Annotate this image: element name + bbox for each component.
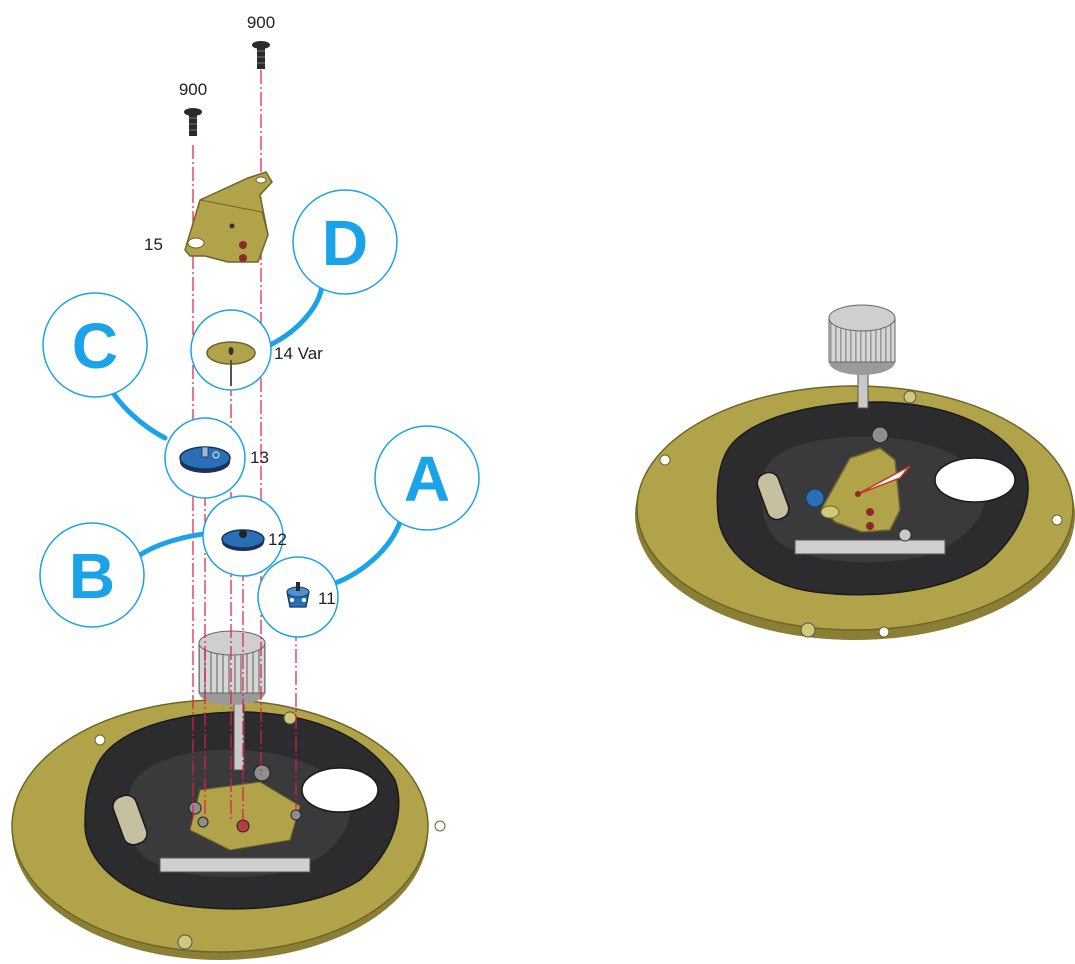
label-part-12: 12 bbox=[268, 530, 287, 549]
gear-wheel-icon bbox=[179, 446, 231, 473]
gear-wheel-icon bbox=[221, 529, 265, 551]
bridge-plate-icon bbox=[805, 447, 912, 542]
callout-b: B bbox=[39, 495, 284, 628]
callout-c-letter: C bbox=[72, 310, 118, 382]
screw-icon bbox=[252, 41, 270, 69]
exploded-view: D C B A bbox=[11, 13, 480, 960]
movement-plate-left bbox=[11, 699, 446, 960]
setting-part-icon bbox=[286, 582, 310, 608]
label-part-14: 14 Var bbox=[274, 344, 323, 363]
gear-wheel-icon bbox=[206, 341, 256, 386]
label-part-15: 15 bbox=[144, 235, 163, 254]
callout-d-letter: D bbox=[322, 207, 368, 279]
callout-a-letter: A bbox=[404, 443, 450, 515]
label-screw-left: 900 bbox=[179, 80, 207, 99]
assembled-view bbox=[635, 304, 1075, 640]
screw-icon bbox=[184, 108, 202, 136]
callout-b-letter: B bbox=[69, 540, 115, 612]
crown-left bbox=[198, 630, 266, 771]
label-screw-right: 900 bbox=[247, 13, 275, 32]
bridge-plate-icon bbox=[184, 171, 273, 263]
label-part-13: 13 bbox=[250, 448, 269, 467]
label-part-11: 11 bbox=[318, 589, 336, 608]
crown-right bbox=[828, 304, 896, 409]
